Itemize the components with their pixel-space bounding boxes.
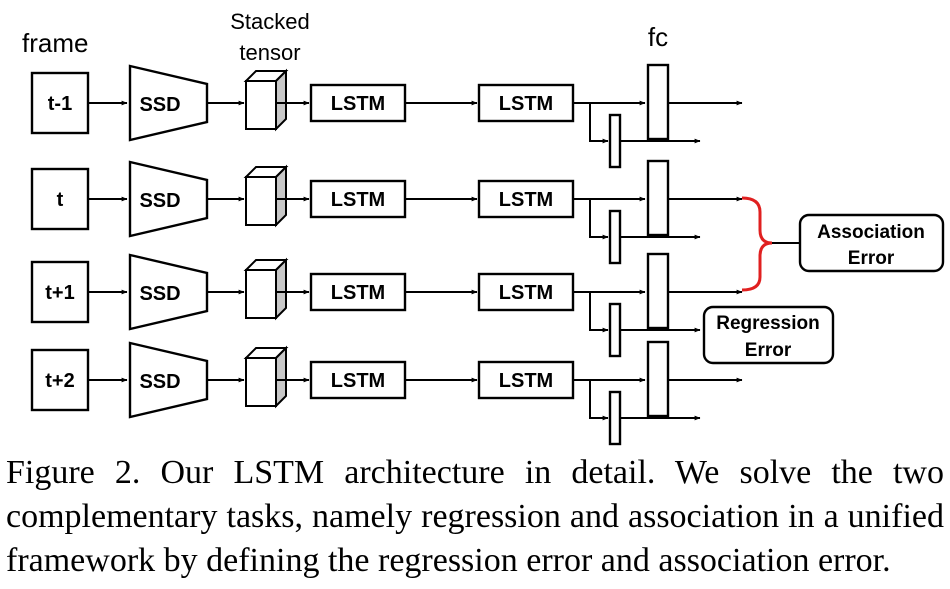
- row-2: t+1 SSD LSTM LSTM: [30, 252, 743, 358]
- branch-to-small-fc-arrow: [585, 198, 609, 240]
- ssd-block: [128, 160, 209, 238]
- frame-label: t+1: [45, 282, 74, 304]
- frame-label: t+2: [45, 370, 74, 392]
- lstm-1-label: LSTM: [331, 370, 385, 392]
- lstm-2-label: LSTM: [499, 282, 553, 304]
- row-3: t+2 SSD LSTM LSTM: [30, 340, 743, 446]
- branch-to-small-fc-arrow: [585, 379, 609, 421]
- ssd-block: [128, 253, 209, 331]
- stacked-tensor-cube: [243, 257, 289, 321]
- ssd-label: SSD: [139, 94, 180, 116]
- figure-caption: Figure 2. Our LSTM architecture in detai…: [6, 454, 944, 579]
- regression-error-line2: Error: [745, 340, 792, 361]
- frame-box: [30, 260, 90, 324]
- ssd-block: [128, 64, 209, 142]
- frame-box: [30, 348, 90, 412]
- fc-layer: [646, 159, 670, 237]
- fc-layer: [646, 340, 670, 418]
- fc-layer: [646, 252, 670, 330]
- lstm-layer-1: [309, 360, 407, 400]
- lstm-1-label: LSTM: [331, 93, 385, 115]
- frame-label: t-1: [48, 93, 72, 115]
- lstm-2-label: LSTM: [499, 93, 553, 115]
- ssd-label: SSD: [139, 190, 180, 212]
- association-bracket: [741, 196, 773, 292]
- small-fc-layer: [608, 209, 622, 265]
- lstm-layer-1: [309, 272, 407, 312]
- small-fc-layer: [608, 390, 622, 446]
- lstm-1-label: LSTM: [331, 189, 385, 211]
- lstm-layer-2: [477, 179, 575, 219]
- small-fc-layer: [608, 302, 622, 358]
- association-error-box: Association Error: [798, 213, 945, 273]
- frame-header: frame: [22, 28, 88, 58]
- lstm-1-label: LSTM: [331, 282, 385, 304]
- fc-header: fc: [648, 22, 668, 52]
- stacked-tensor-cube: [243, 345, 289, 409]
- small-fc-layer: [608, 113, 622, 169]
- frame-label: t: [57, 189, 64, 211]
- lstm-2-label: LSTM: [499, 189, 553, 211]
- association-error-line1: Association: [817, 222, 925, 243]
- lstm-2-label: LSTM: [499, 370, 553, 392]
- stacked-tensor-cube: [243, 164, 289, 228]
- stacked-tensor-cube: [243, 68, 289, 132]
- lstm-layer-2: [477, 360, 575, 400]
- stacked-tensor-header-line1: Stacked: [230, 9, 310, 34]
- row-1: t SSD LSTM LSTM: [30, 159, 743, 265]
- branch-to-small-fc-arrow: [585, 291, 609, 333]
- regression-error-box: Regression Error: [702, 305, 835, 365]
- row-0: t-1 SSD LSTM LSTM: [30, 63, 743, 169]
- ssd-label: SSD: [139, 371, 180, 393]
- fc-layer: [646, 63, 670, 141]
- ssd-block: [128, 341, 209, 419]
- lstm-layer-1: [309, 179, 407, 219]
- lstm-layer-2: [477, 83, 575, 123]
- regression-error-line1: Regression: [716, 313, 819, 334]
- association-error-line2: Error: [848, 248, 895, 269]
- frame-box: [30, 71, 90, 135]
- branch-to-small-fc-arrow: [585, 102, 609, 144]
- ssd-label: SSD: [139, 283, 180, 305]
- stacked-tensor-header-line2: tensor: [239, 40, 300, 65]
